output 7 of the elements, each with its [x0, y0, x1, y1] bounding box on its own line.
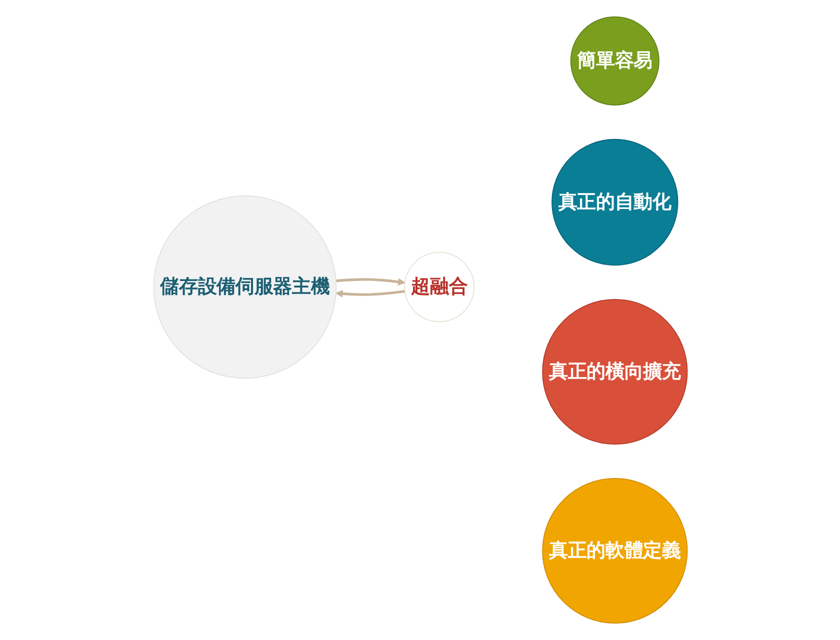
node-circle: 真正的橫向擴充: [542, 299, 688, 445]
node-circle: 真正的軟體定義: [542, 478, 688, 624]
arrow: [335, 278, 405, 286]
arrow: [335, 290, 405, 298]
node-circle: 真正的自動化: [551, 138, 678, 266]
node-circle: 簡單容易: [570, 16, 659, 106]
node-circle: 超融合: [404, 252, 474, 322]
